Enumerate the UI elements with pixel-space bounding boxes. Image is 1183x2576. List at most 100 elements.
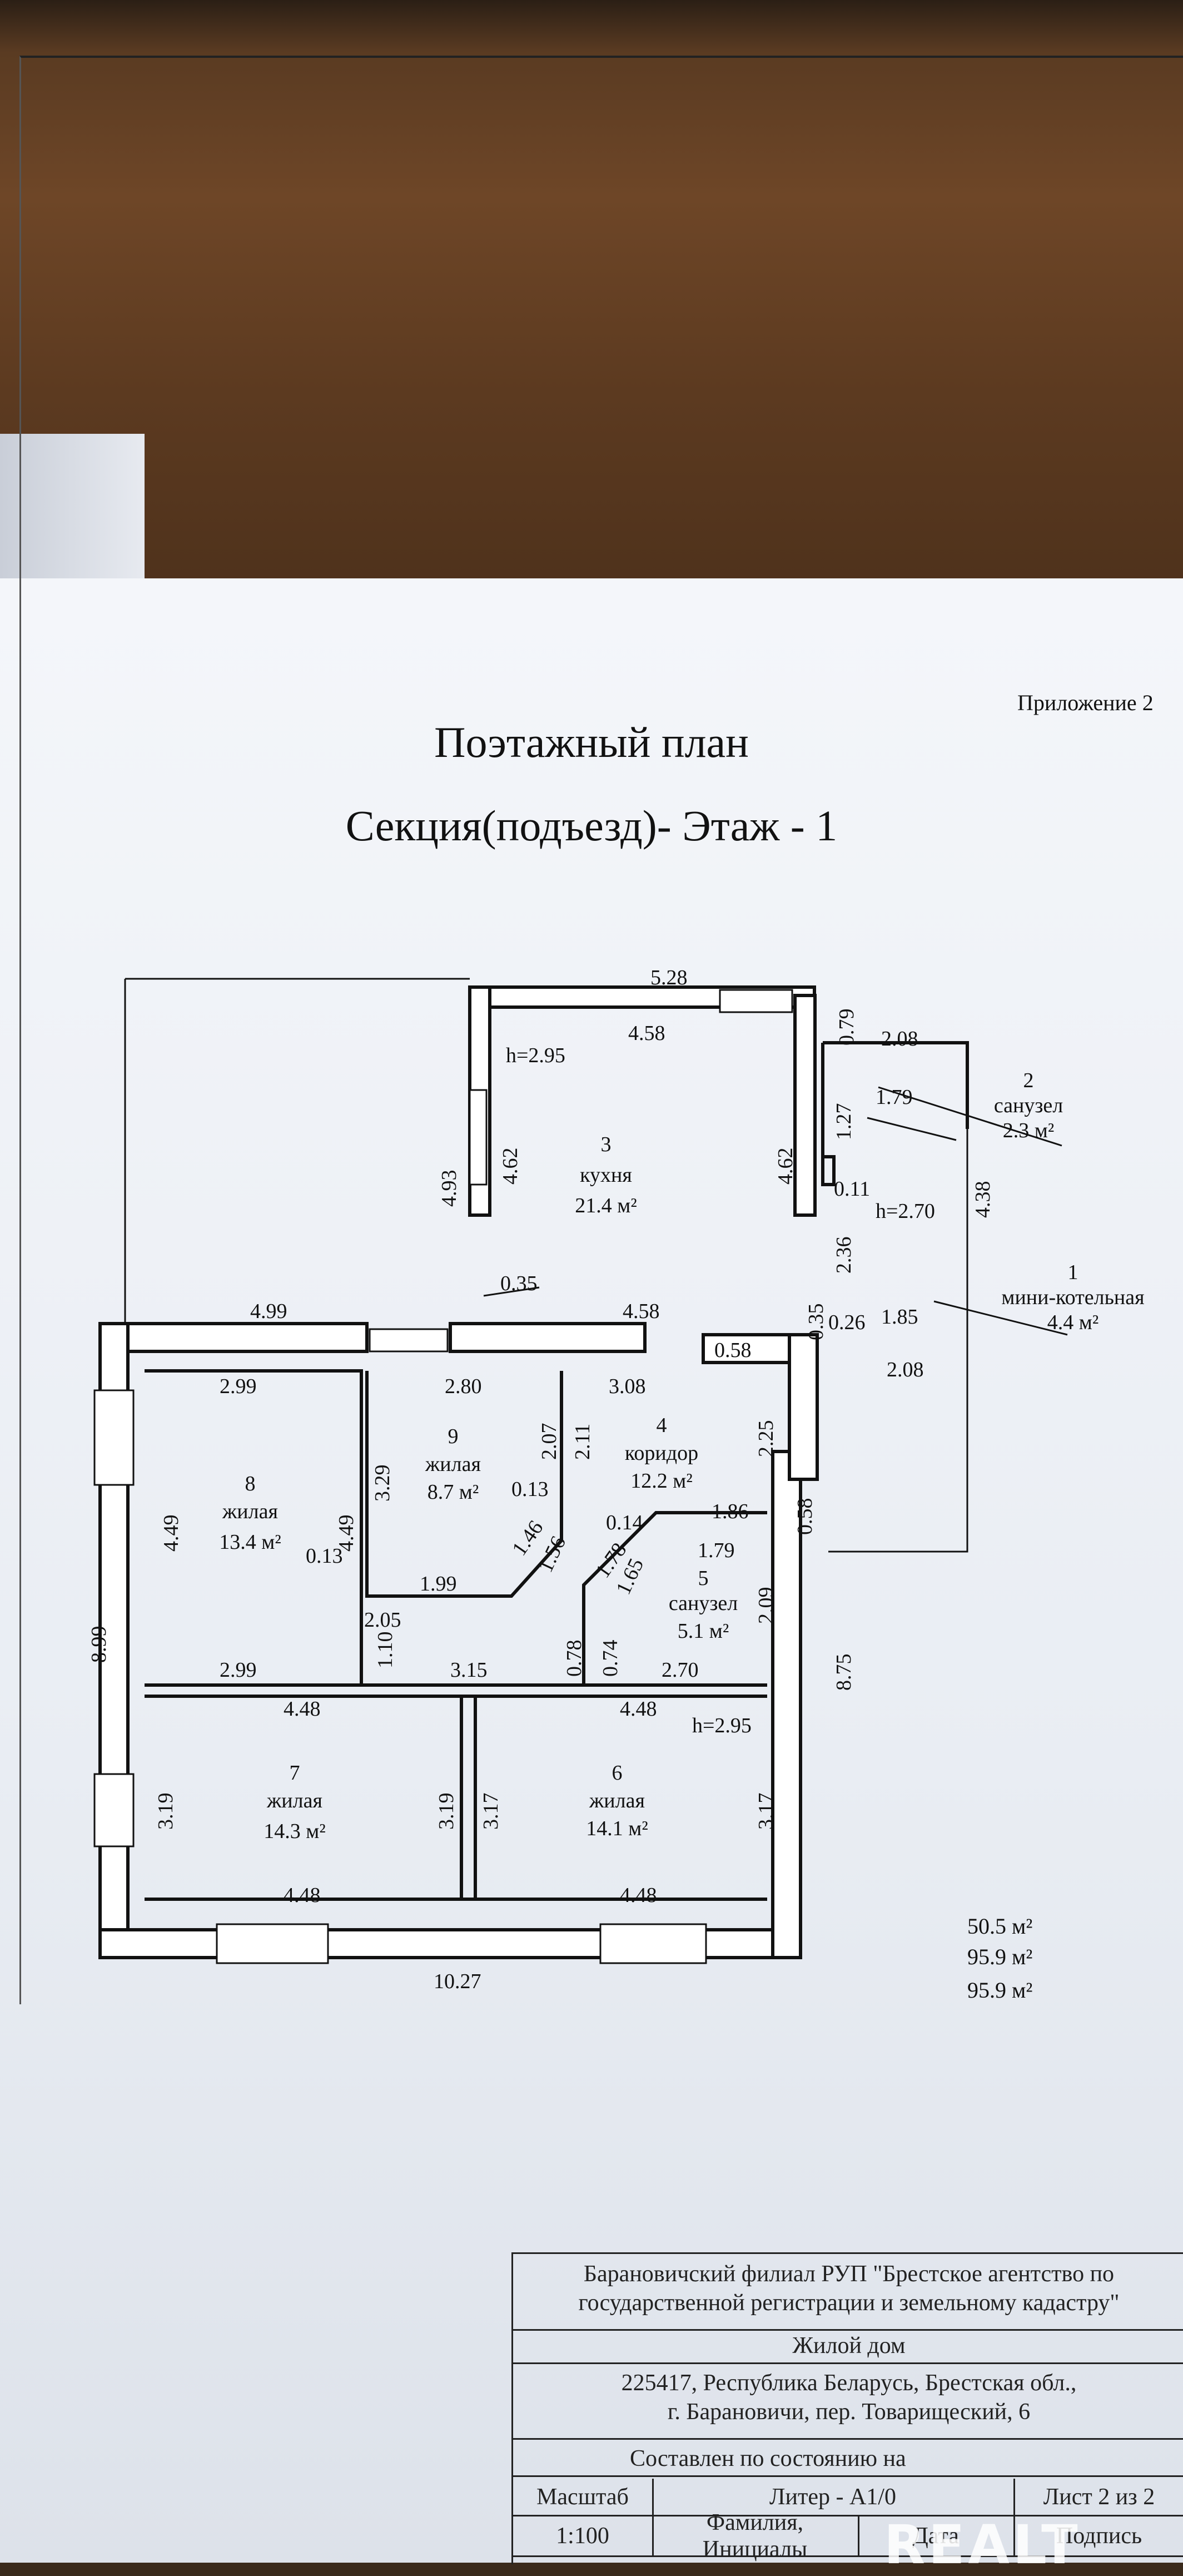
dim-4-48-room7-bottom: 4.48 — [284, 1884, 321, 1907]
dim-4-62-right: 4.62 — [774, 1148, 797, 1185]
floor-plan: 3 кухня 21.4 м² 2 санузел 2.3 м² 1 мини-… — [87, 966, 1145, 1993]
dim-1-85: 1.85 — [881, 1305, 918, 1329]
room-9-name: жилая — [425, 1453, 481, 1476]
stamp-liter: Литер - А1/0 — [652, 2479, 1015, 2515]
room-2-area: 2.3 м² — [1003, 1119, 1054, 1142]
room-2-num: 2 — [1023, 1069, 1034, 1092]
room-1-area: 4.4 м² — [1047, 1311, 1098, 1334]
room-5-name: санузел — [669, 1592, 738, 1615]
dim-1-10: 1.10 — [374, 1632, 397, 1669]
dim-3-19-right: 3.19 — [435, 1793, 458, 1830]
total-area-1: 50.5 м² — [967, 1914, 1033, 1939]
realt-watermark: REALT — [884, 2514, 1081, 2576]
stamp-row-signatures: 1:100 Фамилия, Инициалы Дата Подпись — [513, 2510, 1183, 2562]
stamp-organization: Барановичский филиал РУП "Брестское аген… — [513, 2254, 1183, 2331]
stamp-sign-label: Подпись — [1056, 2523, 1142, 2549]
dim-4-58-mid: 4.58 — [623, 1300, 660, 1323]
stamp-object: Жилой дом — [513, 2329, 1183, 2364]
room-5-num: 5 — [698, 1567, 709, 1590]
dim-8-75: 8.75 — [832, 1654, 856, 1691]
room-4-area: 12.2 м² — [630, 1469, 692, 1493]
dim-1-79-wc: 1.79 — [698, 1539, 735, 1562]
room-6-name: жилая — [589, 1789, 645, 1812]
room-8-area: 13.4 м² — [219, 1530, 281, 1554]
dim-1-99: 1.99 — [420, 1572, 457, 1596]
room-1-num: 1 — [1068, 1261, 1078, 1284]
dim-0-58-right: 0.58 — [793, 1498, 817, 1535]
dim-2-08-top: 2.08 — [881, 1027, 918, 1051]
ceiling-height-kitchen: h=2.95 — [506, 1044, 565, 1067]
room-8-num: 8 — [245, 1472, 256, 1495]
stamp-date-label: Дата — [858, 2516, 1015, 2555]
dim-0-26: 0.26 — [828, 1311, 866, 1334]
dim-4-48-room6-bottom: 4.48 — [620, 1884, 657, 1907]
plan-subtitle: Секция(подъезд)- Этаж - 1 — [345, 801, 838, 850]
stamp-scale-label: Масштаб — [513, 2479, 654, 2515]
stamp-scale-value: 1:100 — [513, 2516, 654, 2555]
room-3-name: кухня — [580, 1163, 632, 1187]
ceiling-height-annex: h=2.70 — [876, 1200, 935, 1223]
dim-0-35-left: 0.35 — [500, 1272, 538, 1295]
room-8-name: жилая — [222, 1500, 278, 1523]
room-7-area: 14.3 м² — [264, 1820, 325, 1843]
dim-4-38: 4.38 — [971, 1181, 995, 1218]
room-5-area: 5.1 м² — [678, 1619, 729, 1643]
stamp-sheet: Лист 2 из 2 — [1043, 2484, 1155, 2510]
wooden-table-background — [0, 0, 1183, 656]
dim-2-99-top: 2.99 — [220, 1375, 257, 1398]
dim-8-99: 8.99 — [87, 1626, 111, 1663]
dim-2-99-bottom: 2.99 — [220, 1658, 257, 1682]
appendix-label: Приложение 2 — [1017, 690, 1154, 715]
room-3-area: 21.4 м² — [575, 1194, 637, 1217]
dim-2-36: 2.36 — [832, 1237, 856, 1274]
dim-4-99: 4.99 — [250, 1300, 287, 1323]
stamp-names-label: Фамилия, Инициалы — [652, 2510, 859, 2562]
dim-3-17-right: 3.17 — [754, 1793, 778, 1830]
dim-2-08-bottom: 2.08 — [887, 1358, 924, 1381]
dim-1-79-annex: 1.79 — [876, 1086, 913, 1109]
dim-0-58-mid: 0.58 — [714, 1339, 752, 1362]
dim-5-28: 5.28 — [650, 966, 688, 989]
dim-3-17-left: 3.17 — [479, 1793, 503, 1830]
room-4-name: коридор — [625, 1441, 698, 1465]
stamp-address: 225417, Республика Беларусь, Брестская о… — [513, 2364, 1183, 2440]
room-9-area: 8.7 м² — [428, 1480, 479, 1504]
dim-0-74: 0.74 — [599, 1640, 622, 1677]
dim-2-70: 2.70 — [662, 1658, 699, 1682]
dim-0-78: 0.78 — [563, 1640, 586, 1677]
dim-4-49-left: 4.49 — [160, 1515, 183, 1552]
dim-10-27: 10.27 — [434, 1970, 481, 1993]
title-block: Барановичский филиал РУП "Брестское аген… — [511, 2252, 1183, 2564]
dim-4-58-top: 4.58 — [628, 1022, 665, 1045]
room-1-name: мини-котельная — [1001, 1286, 1144, 1309]
dim-3-15: 3.15 — [450, 1658, 488, 1682]
dim-2-80: 2.80 — [445, 1375, 482, 1398]
sheet-frame — [19, 56, 1183, 2004]
room-7-name: жилая — [266, 1789, 322, 1812]
dim-0-35-right: 0.35 — [804, 1304, 828, 1341]
dim-4-48-room6-top: 4.48 — [620, 1697, 657, 1721]
dim-0-14: 0.14 — [606, 1511, 643, 1534]
dim-4-49-right: 4.49 — [335, 1515, 358, 1552]
room-9-num: 9 — [448, 1425, 459, 1448]
dim-3-19-left: 3.19 — [154, 1793, 177, 1830]
dim-2-09: 2.09 — [754, 1587, 778, 1624]
dim-2-11: 2.11 — [571, 1424, 594, 1460]
dim-0-79: 0.79 — [835, 1009, 858, 1046]
room-2-name: санузел — [994, 1094, 1063, 1117]
ceiling-height-room-6: h=2.95 — [692, 1714, 752, 1737]
stamp-row-scale: Масштаб Литер - А1/0 Лист 2 из 2 — [513, 2479, 1183, 2516]
room-7-num: 7 — [290, 1761, 300, 1785]
room-6-num: 6 — [612, 1761, 623, 1785]
plan-title: Поэтажный план — [434, 718, 749, 766]
stamp-composed: Составлен по состоянию на — [513, 2441, 1183, 2477]
total-area-2: 95.9 м² — [967, 1944, 1033, 1969]
dim-2-07: 2.07 — [538, 1423, 561, 1460]
dim-2-25: 2.25 — [754, 1420, 778, 1458]
dim-2-05: 2.05 — [364, 1608, 401, 1632]
room-3-num: 3 — [601, 1133, 612, 1156]
room-4-num: 4 — [657, 1414, 667, 1437]
dim-0-11: 0.11 — [834, 1177, 870, 1201]
dim-1-86: 1.86 — [712, 1500, 749, 1523]
room-6-area: 14.1 м² — [586, 1817, 648, 1840]
